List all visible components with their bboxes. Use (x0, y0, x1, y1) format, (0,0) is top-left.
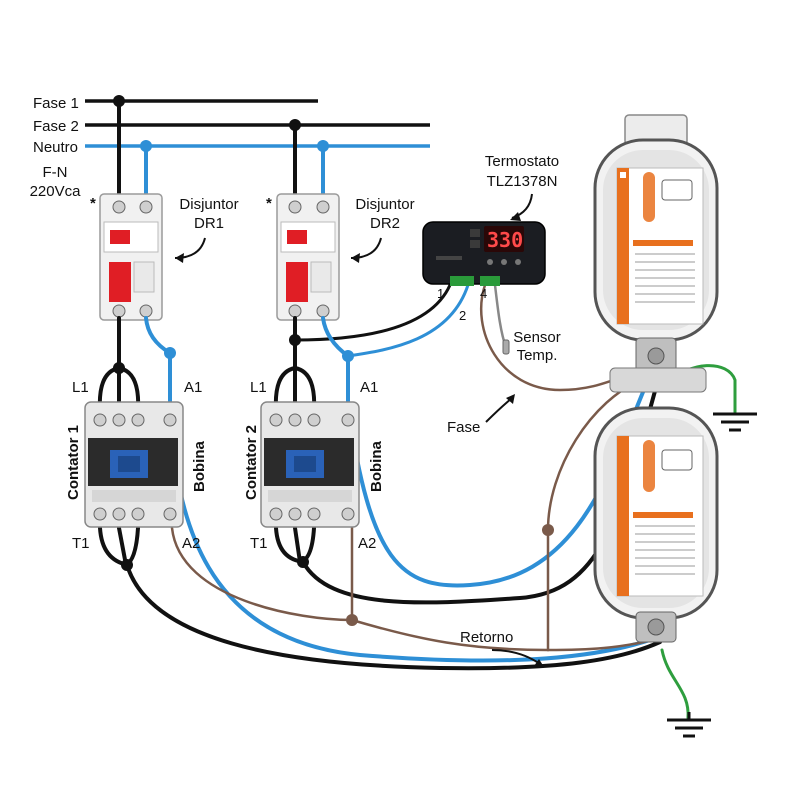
thermostat-arrowhead (510, 212, 521, 221)
breaker-dr2-pointer-arrow (350, 237, 382, 259)
thermostat (422, 221, 546, 286)
thermostat-button-3[interactable] (515, 259, 521, 265)
neutral-junction-2 (342, 350, 354, 362)
t1-junction-2 (297, 556, 309, 568)
ground-symbol-lower (667, 712, 711, 738)
heater-upper (593, 114, 719, 373)
breaker-dr1-pointer-arrow (174, 237, 206, 259)
fase-arrowhead (506, 394, 515, 404)
thermostat-pointer-arrow (511, 193, 533, 219)
breaker-dr2-asterisk: * (266, 195, 272, 212)
contactor-1-a1: A1 (184, 379, 202, 396)
fase2-label: Fase 2 (33, 118, 79, 135)
contactor-1-l1: L1 (72, 379, 89, 396)
heater-lower (593, 406, 719, 643)
contactor-1-label: Contator 1 (65, 425, 82, 500)
fase-pointer-arrow (485, 397, 513, 423)
thermostat-terminal-1: 1 (437, 286, 444, 301)
breaker-dr1-arrowhead (175, 253, 184, 263)
sensor-probe (502, 339, 510, 355)
breaker-dr1-test-button[interactable] (110, 230, 130, 244)
breaker-dr2-arrowhead (351, 253, 360, 263)
breaker-dr1-id: DR1 (194, 215, 224, 232)
breaker-dr2-name: Disjuntor (355, 196, 414, 213)
sensor-label-1: Sensor (513, 329, 561, 346)
thermostat-display (484, 226, 524, 252)
contactor-2-coil-label: Bobina (368, 441, 385, 492)
thermostat-title: Termostato (485, 153, 559, 170)
breaker-dr1-handle[interactable] (109, 262, 131, 302)
voltage-label: 220Vca (30, 183, 82, 200)
retorno-wire-label: Retorno (460, 629, 513, 646)
contactor-1-t1: T1 (72, 535, 90, 552)
return-junction-1 (346, 614, 358, 626)
breaker-dr1-asterisk: * (90, 195, 96, 212)
ground-symbol-upper (713, 412, 757, 432)
contactor-1-coil-label: Bobina (191, 441, 208, 492)
retorno-arrowhead (534, 659, 544, 667)
breaker-dr2 (276, 193, 340, 321)
t1-junction-1 (121, 559, 133, 571)
thermostat-button-2[interactable] (501, 259, 507, 265)
sensor-label-2: Temp. (517, 347, 558, 364)
return-junction-2 (542, 524, 554, 536)
breaker-dr2-test-button[interactable] (287, 230, 307, 244)
contactor-2-a2: A2 (358, 535, 376, 552)
fase1-label: Fase 1 (33, 95, 79, 112)
phase-junction-2 (289, 334, 301, 346)
breaker-dr1 (99, 193, 163, 321)
fase-wire-label: Fase (447, 419, 480, 436)
circuit-wires (97, 283, 737, 720)
thermostat-button-1[interactable] (487, 259, 493, 265)
phase-junction-1 (113, 362, 125, 374)
supply-bus (85, 95, 430, 152)
heater-coupling (609, 367, 707, 393)
fn-label: F-N (43, 164, 68, 181)
contactor-1 (84, 401, 184, 528)
contactor-1-a2: A2 (182, 535, 200, 552)
neutro-label: Neutro (33, 139, 78, 156)
retorno-pointer-arrow (491, 649, 541, 665)
breaker-dr1-name: Disjuntor (179, 196, 238, 213)
breaker-dr2-id: DR2 (370, 215, 400, 232)
thermostat-model: TLZ1378N (487, 173, 558, 190)
thermostat-terminal-2: 2 (459, 308, 466, 323)
contactor-2-label: Contator 2 (243, 425, 260, 500)
contactor-2-t1: T1 (250, 535, 268, 552)
breaker-dr2-handle[interactable] (286, 262, 308, 302)
supply-drop-wires (117, 99, 325, 202)
contactor-2 (260, 401, 360, 528)
neutral-junction-1 (164, 347, 176, 359)
contactor-2-a1: A1 (360, 379, 378, 396)
thermostat-terminal-4: 4 (480, 286, 487, 301)
contactor-2-l1: L1 (250, 379, 267, 396)
thermostat-display-value: 330 (487, 228, 523, 252)
